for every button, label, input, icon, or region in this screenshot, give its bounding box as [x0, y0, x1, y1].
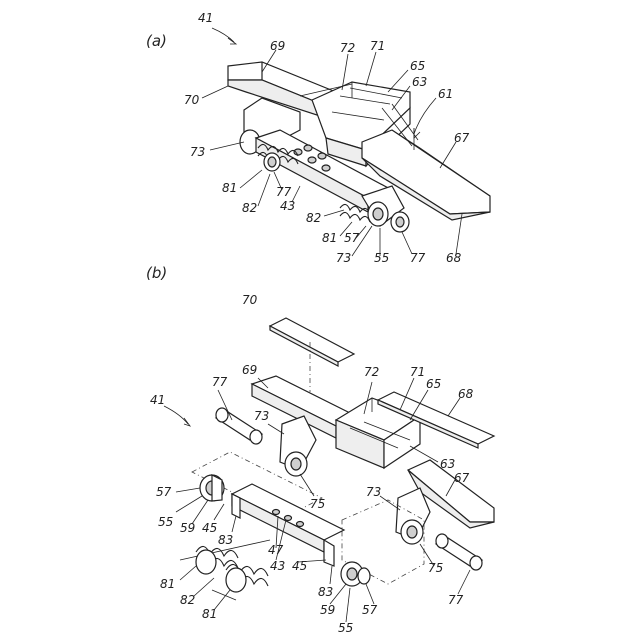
- ref-b-81b: 81: [202, 607, 217, 621]
- ref-b-45b: 45: [292, 559, 307, 573]
- ref-a-63: 63: [412, 75, 427, 89]
- ref-a-81a: 81: [222, 181, 237, 195]
- ref-a-65: 65: [410, 59, 425, 73]
- panel-a: (a): [146, 11, 490, 265]
- ref-b-59a: 59: [180, 521, 195, 535]
- ref-a-82a: 82: [242, 201, 257, 215]
- bushing-55-left: [200, 475, 224, 501]
- panel-b-label: (b): [146, 264, 167, 282]
- ref-a-81b: 81: [322, 231, 337, 245]
- ref-b-68: 68: [458, 387, 474, 401]
- ref-b-55a: 55: [158, 515, 173, 529]
- ref-b-41: 41: [150, 393, 165, 407]
- ref-b-67: 67: [454, 471, 470, 485]
- ref-a-71: 71: [370, 39, 385, 53]
- ref-b-63: 63: [440, 457, 455, 471]
- bushing-55-right: [341, 562, 370, 586]
- ref-a-68: 68: [446, 251, 462, 265]
- panel-a-label: (a): [146, 32, 167, 50]
- ref-a-70: 70: [184, 93, 200, 107]
- ref-b-73a: 73: [254, 409, 269, 423]
- ref-b-43: 43: [270, 559, 285, 573]
- ref-a-72: 72: [340, 41, 355, 55]
- ref-b-71: 71: [410, 365, 425, 379]
- ref-b-82: 82: [180, 593, 195, 607]
- springs-81-82: [180, 540, 270, 600]
- ref-b-73b: 73: [366, 485, 381, 499]
- ref-b-59b: 59: [320, 603, 335, 617]
- ref-b-77a: 77: [212, 375, 228, 389]
- ref-a-73b: 73: [336, 251, 351, 265]
- ref-a-67: 67: [454, 131, 470, 145]
- ref-b-55b: 55: [338, 621, 353, 635]
- ref-b-83b: 83: [318, 585, 333, 599]
- panel-b: (b): [146, 264, 494, 635]
- ref-b-81a: 81: [160, 577, 175, 591]
- ref-b-65: 65: [426, 377, 441, 391]
- ref-a-82b: 82: [306, 211, 321, 225]
- ref-a-55: 55: [374, 251, 389, 265]
- shaft-77-right: [391, 212, 409, 232]
- ref-a-77a: 77: [276, 185, 292, 199]
- ref-a-61: 61: [438, 87, 453, 101]
- ref-b-57b: 57: [362, 603, 378, 617]
- ref-a-73a: 73: [190, 145, 205, 159]
- ref-b-77b: 77: [448, 593, 464, 607]
- ref-b-47: 47: [268, 543, 284, 557]
- ref-a-77b: 77: [410, 251, 426, 265]
- ref-b-70: 70: [242, 293, 258, 307]
- ref-b-75b: 75: [428, 561, 443, 575]
- ref-a-69: 69: [270, 39, 285, 53]
- ref-b-83a: 83: [218, 533, 233, 547]
- lever-73-b-right: [396, 488, 430, 544]
- ref-a-43: 43: [280, 199, 295, 213]
- bracket-43: [232, 484, 344, 566]
- ref-b-45a: 45: [202, 521, 217, 535]
- ref-b-72: 72: [364, 365, 379, 379]
- ref-b-69: 69: [242, 363, 257, 377]
- ref-a-41: 41: [198, 11, 213, 25]
- ref-a-57: 57: [344, 231, 360, 245]
- plate-70: [270, 318, 354, 366]
- ref-b-57a: 57: [156, 485, 172, 499]
- ref-b-75a: 75: [310, 497, 325, 511]
